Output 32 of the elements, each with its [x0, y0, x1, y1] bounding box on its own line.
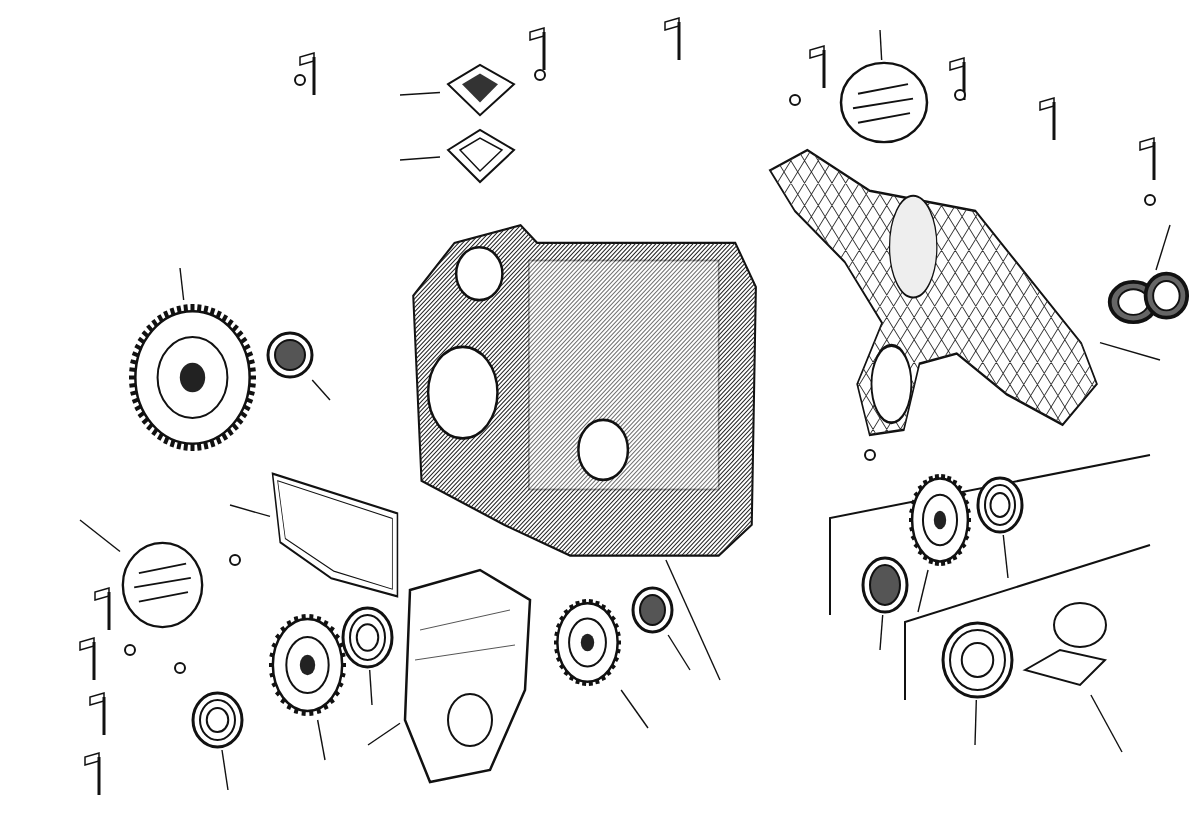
- leader-line: [879, 29, 883, 61]
- roller-bearing-drawing: [860, 555, 910, 615]
- bearing-drawing: [975, 475, 1025, 535]
- round-cover-drawing: [838, 60, 930, 145]
- leader-line: [316, 719, 326, 761]
- leader-line: [221, 749, 229, 791]
- leader-line: [79, 519, 121, 553]
- leader-line: [974, 699, 978, 746]
- leader-line: [620, 689, 649, 729]
- bearing-drawing: [340, 605, 395, 670]
- leader-line: [311, 379, 331, 401]
- leader-line: [1099, 341, 1161, 361]
- leader-line: [399, 156, 441, 161]
- bearing-drawing: [940, 620, 1015, 700]
- leader-line: [399, 91, 441, 96]
- leader-line: [1155, 224, 1171, 271]
- leader-line: [368, 669, 373, 706]
- leader-line: [667, 634, 691, 671]
- leader-line: [917, 569, 929, 613]
- leader-line: [665, 559, 721, 681]
- leader-line: [367, 722, 401, 746]
- leader-line: [229, 504, 271, 518]
- leader-line: [1002, 534, 1009, 579]
- bushing-drawing: [630, 585, 675, 635]
- leader-line: [879, 614, 884, 651]
- bushing-drawing: [265, 330, 315, 380]
- seal-ring-drawing: [1105, 270, 1190, 325]
- leader-line: [179, 267, 185, 301]
- leader-line: [1090, 694, 1123, 753]
- round-cover-drawing: [120, 540, 205, 630]
- gasket-drawing: [270, 470, 400, 600]
- bearing-drawing: [190, 690, 245, 750]
